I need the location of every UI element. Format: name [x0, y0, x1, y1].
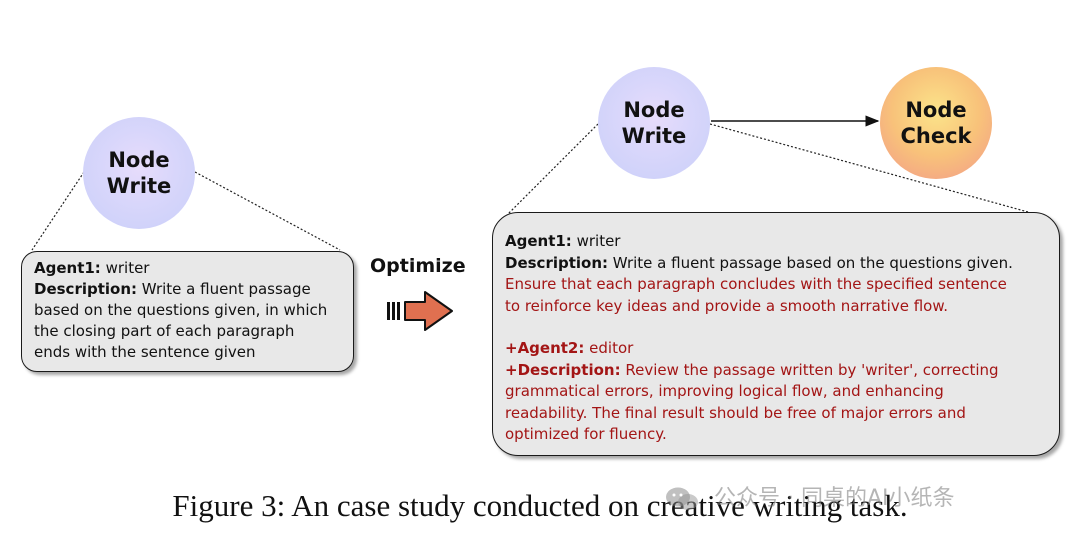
right-zoom-line-left — [507, 123, 599, 215]
right-agent2-value: editor — [589, 339, 634, 357]
left-desc-label: Description: — [34, 280, 138, 298]
right-desc2-label: +Description: — [505, 360, 621, 379]
right-agent-card: Agent1: writer Description: Write a flue… — [492, 212, 1060, 456]
left-agent-line: Agent1: writer — [34, 258, 341, 279]
right-write-line1: Node — [623, 98, 685, 122]
right-desc2-line-4: optimized for fluency. — [505, 425, 667, 443]
right-agent2-label: +Agent2: — [505, 339, 585, 357]
right-agent1-label: Agent1: — [505, 232, 572, 250]
left-agent-value: writer — [105, 259, 150, 277]
wechat-icon — [666, 487, 698, 510]
spacer — [505, 317, 1047, 338]
right-desc1-added-1: Ensure that each paragraph concludes wit… — [505, 275, 1007, 293]
optimize-arrow-icon — [387, 291, 453, 331]
right-desc1-line: Description: Write a fluent passage base… — [505, 253, 1047, 275]
right-desc1-label: Description: — [505, 253, 609, 272]
right-desc2-line-3: readability. The final result should be … — [505, 403, 966, 422]
right-node-write: Node Write — [598, 67, 710, 179]
right-agent1-line: Agent1: writer — [505, 231, 1047, 253]
watermark-text: 公众号 · 同桌的AI小纸条 — [714, 486, 955, 511]
left-zoom-line-right — [194, 171, 341, 251]
right-write-line2: Write — [621, 124, 687, 148]
left-desc-line-2: based on the questions given, in which — [34, 301, 328, 319]
right-desc2-line-2: grammatical errors, improving logical fl… — [505, 382, 944, 400]
left-zoom-line-left — [31, 171, 85, 251]
watermark: 公众号 · 同桌的AI小纸条 — [665, 480, 955, 512]
left-node-line2: Write — [106, 174, 172, 198]
left-node-write: Node Write — [83, 117, 195, 229]
left-agent-card: Agent1: writer Description: Write a flue… — [21, 251, 354, 372]
figure-caption: Figure 3: An case study conducted on cre… — [172, 488, 908, 523]
right-desc2-line-1: +Description: Review the passage written… — [505, 360, 1047, 382]
right-agent2-line: +Agent2: editor — [505, 338, 1047, 360]
left-desc-line-1: Description: Write a fluent passage — [34, 279, 341, 300]
right-check-line1: Node — [905, 98, 967, 122]
left-node-line1: Node — [108, 148, 170, 172]
right-desc2-first: Review the passage written by 'writer', … — [625, 360, 999, 379]
right-node-check: Node Check — [880, 67, 992, 179]
left-desc-line-3: the closing part of each paragraph — [34, 322, 295, 340]
right-desc1-text: Write a fluent passage based on the ques… — [612, 253, 1013, 272]
left-desc-text-1: Write a fluent passage — [141, 280, 311, 298]
optimize-label: Optimize — [370, 255, 466, 277]
right-check-line2: Check — [900, 124, 972, 148]
right-agent1-value: writer — [576, 232, 621, 250]
left-agent-label: Agent1: — [34, 259, 101, 277]
left-desc-line-4: ends with the sentence given — [34, 343, 256, 361]
right-zoom-line-right — [709, 123, 1029, 213]
right-desc1-added-2: to reinforce key ideas and provide a smo… — [505, 296, 948, 315]
